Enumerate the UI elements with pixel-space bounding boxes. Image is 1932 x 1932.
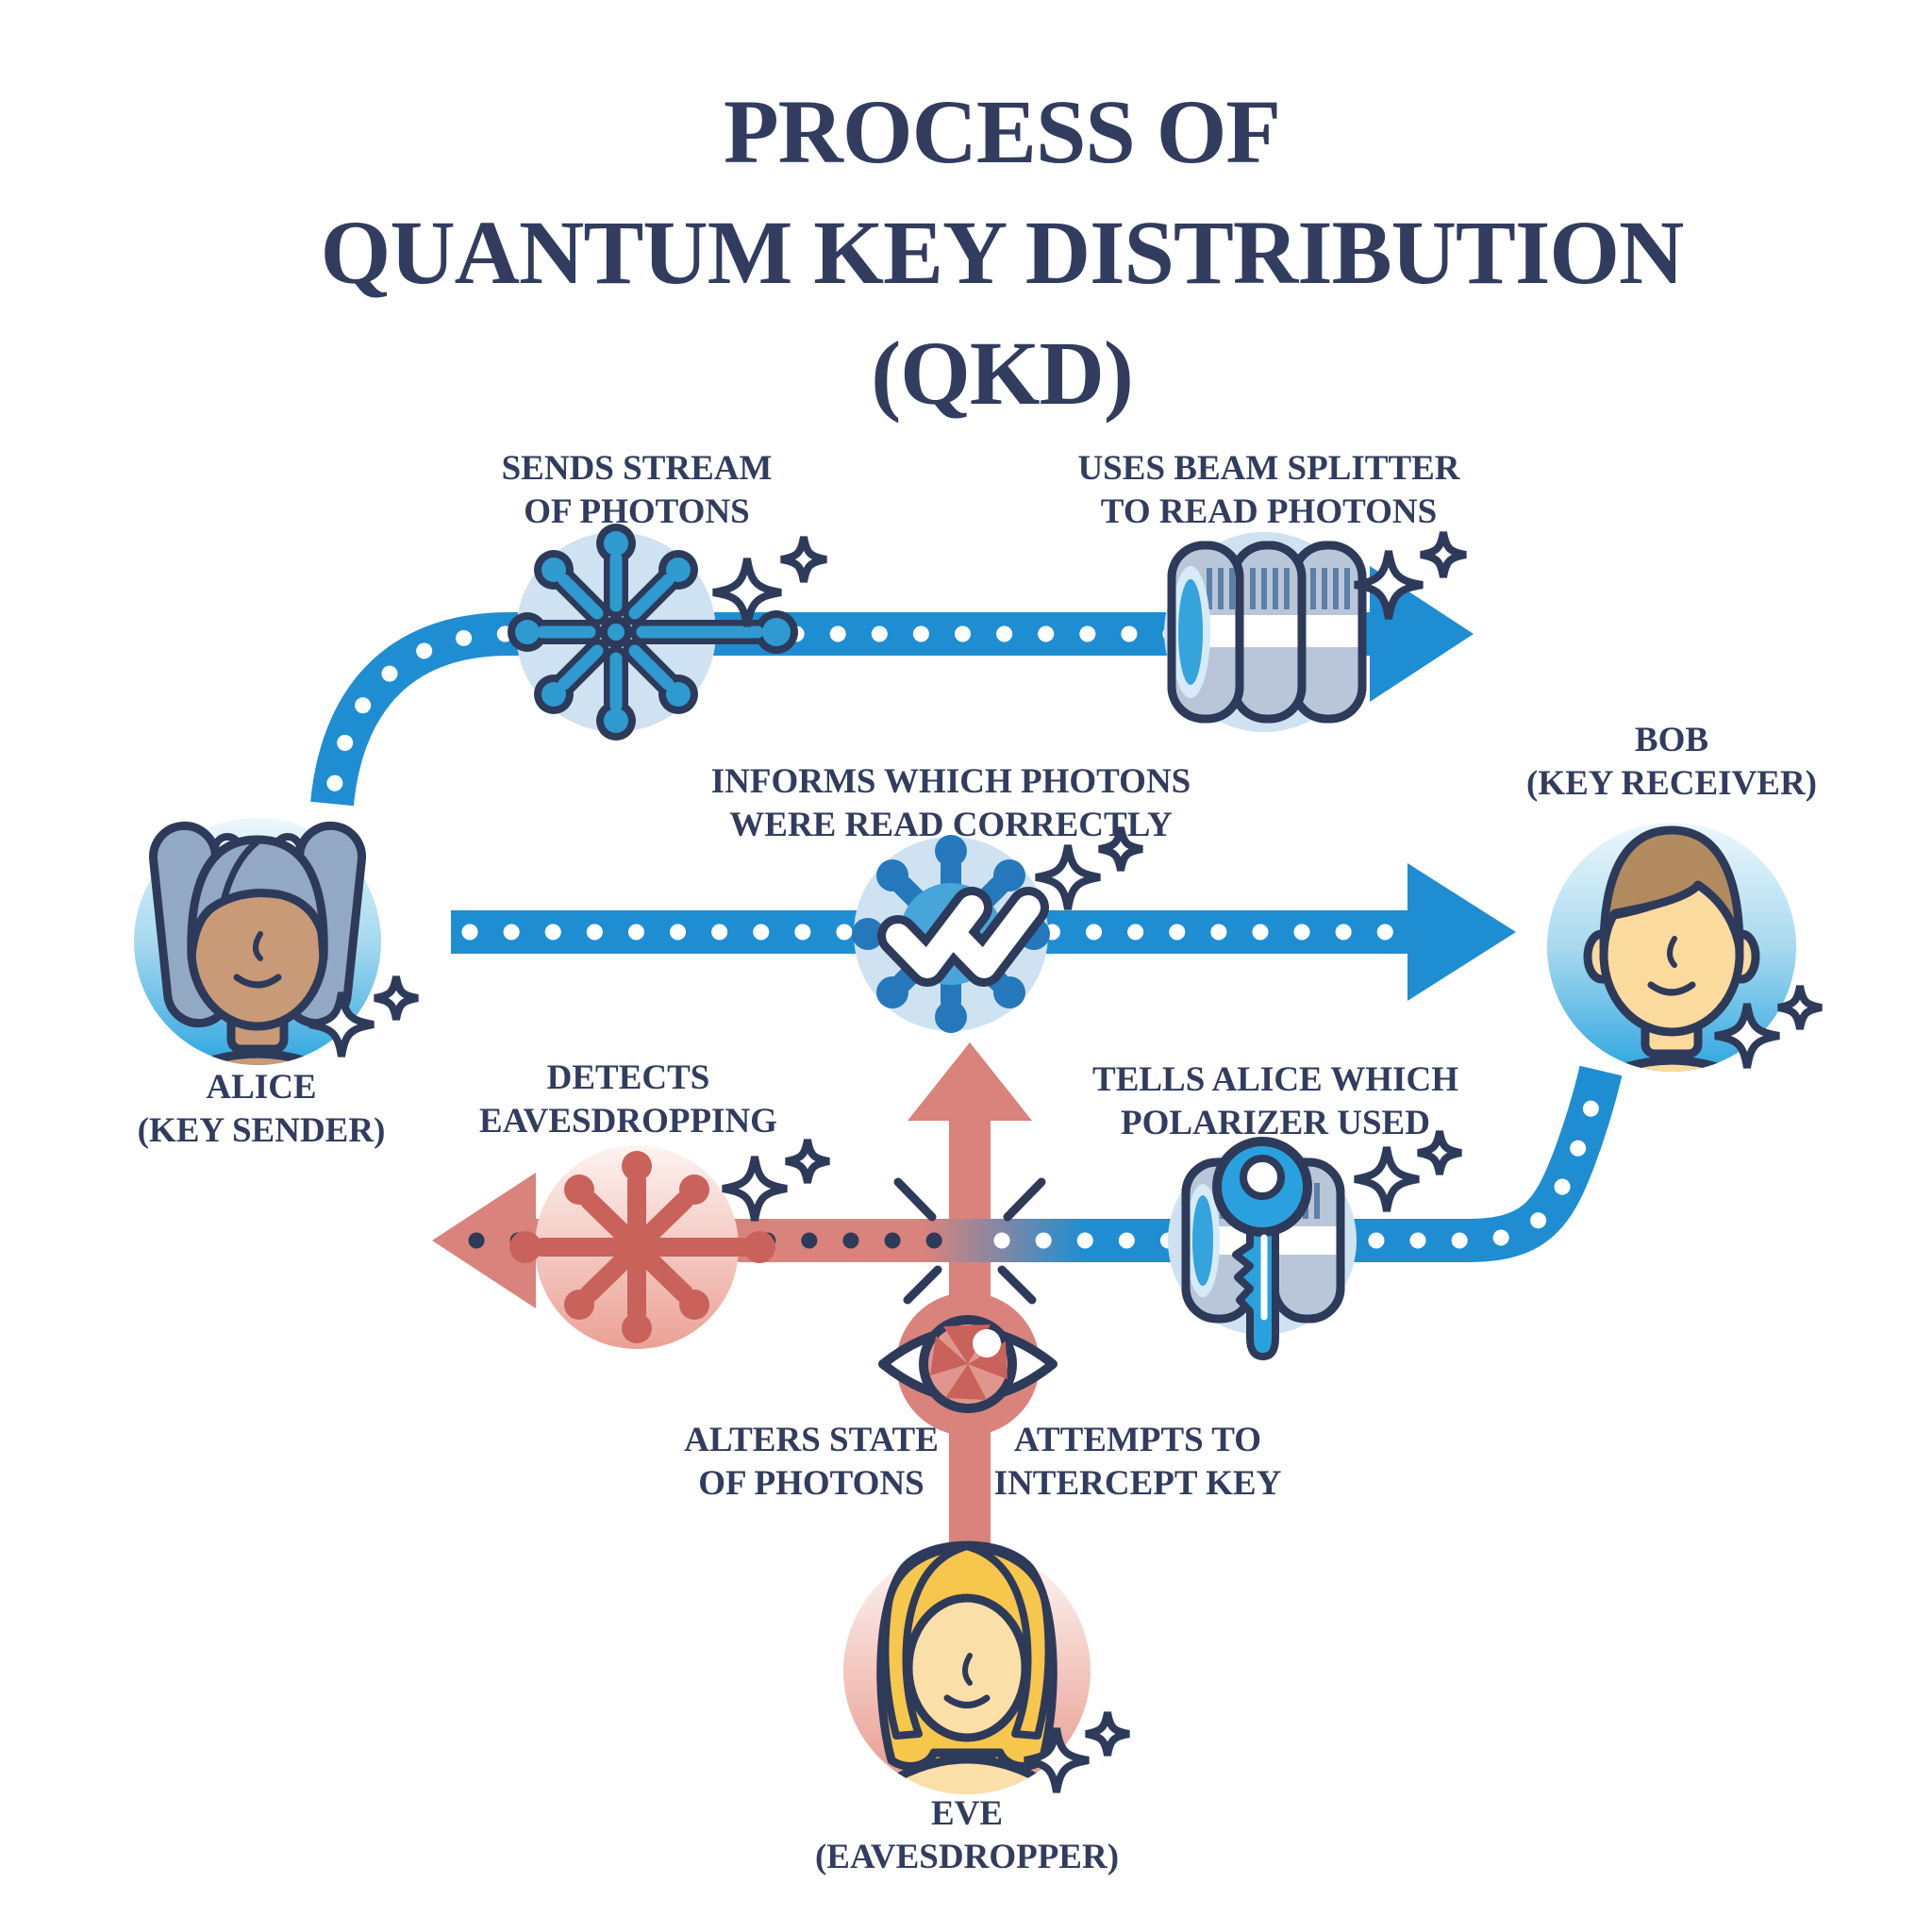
label-alice-name: ALICE — [206, 1068, 317, 1107]
label-alters-state-line1: ALTERS STATE — [684, 1421, 939, 1459]
eye-icon — [878, 1292, 1058, 1436]
label-tells-polarizer: TELLS ALICE WHICH POLARIZER USED — [1092, 1058, 1458, 1145]
page-title-line2: QUANTUM KEY DISTRIBUTION — [320, 202, 1685, 303]
eve-avatar — [843, 1541, 1091, 1794]
key-icon — [1212, 1137, 1312, 1360]
label-informs-line2: WERE READ CORRECTLY — [729, 806, 1173, 844]
label-attempts-intercept: ATTEMPTS TO INTERCEPT KEY — [994, 1419, 1282, 1506]
label-tells-polarizer-line2: POLARIZER USED — [1121, 1104, 1430, 1142]
page-title: PROCESS OF QUANTUM KEY DISTRIBUTION (QKD… — [320, 72, 1685, 434]
photon-check-icon — [852, 835, 1050, 1033]
label-alters-state: ALTERS STATE OF PHOTONS — [684, 1419, 939, 1506]
sparkle-icon — [1355, 532, 1466, 619]
sparkle-icons — [309, 532, 1822, 1792]
label-attempts-intercept-line2: INTERCEPT KEY — [993, 1464, 1282, 1503]
label-eve: EVE (EAVESDROPPER) — [815, 1792, 1119, 1879]
label-bob-name: BOB — [1634, 721, 1709, 759]
label-sends-stream: SENDS STREAM OF PHOTONS — [502, 447, 773, 534]
label-detects: DETECTS EAVESDROPPING — [479, 1057, 777, 1143]
label-attempts-intercept-line1: ATTEMPTS TO — [1013, 1421, 1262, 1459]
sparkle-icon — [1715, 986, 1822, 1068]
label-bob: BOB (KEY RECEIVER) — [1526, 719, 1817, 806]
impact-marks — [893, 1177, 1046, 1305]
label-detects-line1: DETECTS — [546, 1058, 710, 1097]
label-beam-splitter-line1: USES BEAM SPLITTER — [1077, 449, 1460, 488]
page-title-line3: (QKD) — [871, 323, 1134, 424]
label-sends-stream-line1: SENDS STREAM — [501, 449, 773, 488]
photon-burst-red-icon — [509, 1145, 775, 1349]
alice-avatar — [134, 818, 381, 1065]
label-beam-splitter-line2: TO READ PHOTONS — [1100, 492, 1438, 531]
double-check-icon — [877, 887, 1049, 987]
photon-burst-icon — [508, 524, 798, 741]
sparkle-icon — [1024, 1712, 1129, 1792]
sparkle-icon — [1355, 1131, 1461, 1211]
label-detects-line2: EAVESDROPPING — [479, 1102, 777, 1141]
sparkle-icon — [1036, 827, 1142, 909]
sparkle-icon — [309, 976, 418, 1057]
beam-splitter-icon — [1164, 532, 1367, 732]
label-informs-line1: INFORMS WHICH PHOTONS — [710, 762, 1191, 801]
label-eve-role: (EAVESDROPPER) — [814, 1838, 1120, 1876]
label-eve-name: EVE — [930, 1794, 1004, 1833]
label-alters-state-line2: OF PHOTONS — [698, 1464, 924, 1503]
label-sends-stream-line2: OF PHOTONS — [524, 492, 750, 531]
page-title-line1: PROCESS OF — [723, 81, 1281, 182]
label-alice-role: (KEY SENDER) — [137, 1111, 386, 1150]
label-bob-role: (KEY RECEIVER) — [1525, 764, 1818, 803]
label-informs: INFORMS WHICH PHOTONS WERE READ CORRECTL… — [711, 760, 1191, 847]
label-alice: ALICE (KEY SENDER) — [138, 1066, 386, 1153]
key-polarizer-icon — [1168, 1137, 1357, 1360]
sparkle-icon — [713, 537, 826, 626]
label-tells-polarizer-line1: TELLS ALICE WHICH — [1092, 1060, 1458, 1099]
sparkle-icon — [723, 1140, 829, 1221]
label-beam-splitter: USES BEAM SPLITTER TO READ PHOTONS — [1077, 447, 1459, 534]
bob-avatar — [1547, 823, 1796, 1072]
